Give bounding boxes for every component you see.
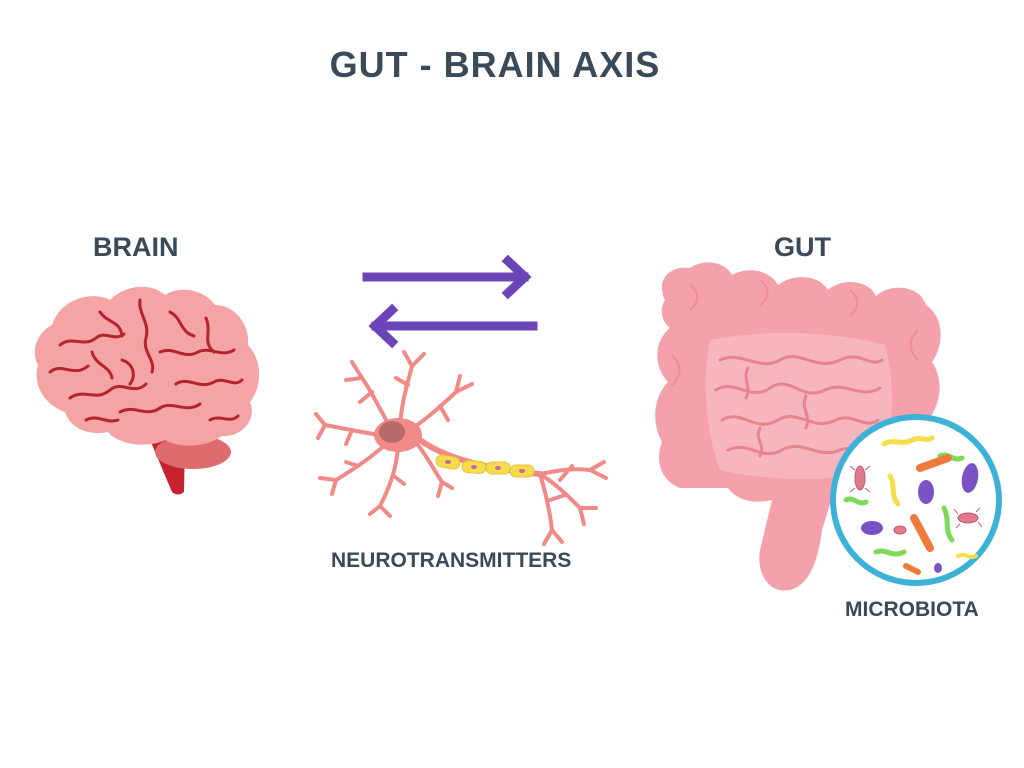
gut-label: GUT [774, 232, 831, 262]
bacteria [843, 435, 978, 575]
arrow-left-head [368, 303, 399, 349]
brain-gyri [48, 298, 244, 423]
arrow-right-head [501, 254, 532, 300]
neurotransmitters-label: NEUROTRANSMITTERS [331, 549, 572, 572]
brain-label: BRAIN [93, 232, 179, 262]
brain-cerebrum [34, 286, 260, 446]
small-intestine-area [705, 333, 892, 479]
microbiota-label: MICROBIOTA [845, 598, 979, 621]
neuron-nucleus [379, 421, 405, 443]
small-intestine-loops [714, 355, 884, 458]
diagram-title: GUT - BRAIN AXIS [329, 44, 661, 85]
